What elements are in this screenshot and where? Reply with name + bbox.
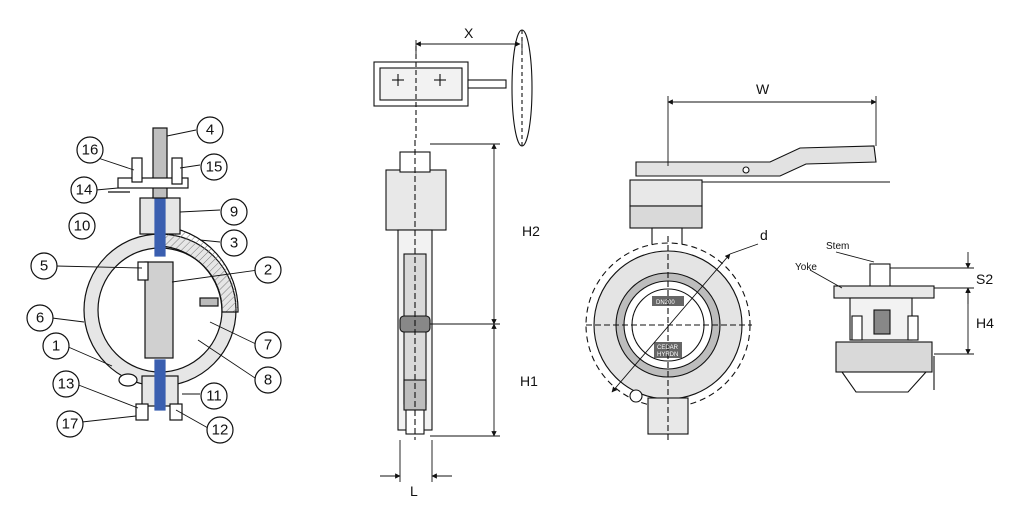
detail-plate [873,309,891,335]
dim-l-label: L [410,483,418,499]
lever-handle [635,145,877,177]
svg-text:9: 9 [230,204,238,221]
front-top-flange [629,205,703,229]
callout-3: 3 [220,229,248,257]
svg-text:5: 5 [40,258,48,275]
detail-flange [835,341,933,373]
svg-text:14: 14 [76,182,93,199]
gland-bolt-right [171,157,183,185]
callout-11: 11 [200,382,228,410]
svg-text:6: 6 [36,310,44,327]
dim-h4-label: H4 [976,315,994,331]
bottom-bolt-left [135,403,149,421]
svg-text:8: 8 [264,372,272,389]
detail-stem [869,263,891,289]
callout-13: 13 [52,370,80,398]
lower-stem [154,359,166,411]
callout-4: 4 [196,116,224,144]
dim-x-label: X [464,25,474,41]
dim-s2-label: S2 [976,271,993,287]
svg-text:7: 7 [264,337,272,354]
nameplate-brand: CEDAR [657,345,679,351]
detail-neck [841,371,927,393]
seat-retainer [137,261,149,281]
front-dimensions [611,96,877,393]
callout-8: 8 [254,366,282,394]
dim-h1-label: H1 [520,373,538,389]
gear-shaft [467,79,507,89]
callout-5: 5 [30,252,58,280]
callout-leaders [51,129,259,429]
callout-7: 7 [254,331,282,359]
callout-1: 1 [42,332,70,360]
label-stem: Stem [826,241,849,252]
gearbox-inner [379,67,463,101]
callout-12: 12 [206,416,234,444]
disc [144,261,174,359]
dim-d-label: d [760,227,768,243]
svg-text:2: 2 [264,262,272,279]
callout-17: 17 [56,410,84,438]
detail-yoke [833,285,935,299]
seat-hatch [159,225,239,313]
callout-14: 14 [70,176,98,204]
svg-text:12: 12 [212,422,229,439]
callout-9: 9 [220,198,248,226]
dim-h2-label: H2 [522,223,540,239]
detail-dimensions [809,251,974,355]
bottom-bolt-right [169,403,183,421]
gland-plate [117,177,189,189]
side-view [373,29,533,440]
callout-16: 16 [76,136,104,164]
dim-w-label: W [756,81,770,97]
svg-text:13: 13 [58,376,75,393]
gland-bolt-left [131,157,143,183]
side-top-flange [385,169,447,231]
svg-text:3: 3 [230,235,238,252]
svg-text:11: 11 [206,388,222,405]
svg-text:10: 10 [74,218,91,235]
svg-text:1: 1 [52,338,60,355]
svg-text:16: 16 [82,142,99,159]
callout-2: 2 [254,256,282,284]
svg-text:17: 17 [62,416,79,433]
callout-15: 15 [200,153,228,181]
lug-hole [118,373,138,387]
side-dimensions [380,40,523,482]
nameplate-size: DN200 [656,300,675,306]
front-lock-plate [629,179,703,207]
callout-10: 10 [68,212,96,240]
svg-text:15: 15 [206,159,223,176]
pin [199,297,219,307]
svg-text:4: 4 [206,122,214,139]
dim-d-line [611,253,731,393]
label-yoke: Yoke [795,262,817,273]
upper-stem [154,195,166,257]
callout-6: 6 [26,304,54,332]
detail-view [833,263,935,393]
nameplate-model: HYRDN [657,352,678,358]
section-view [83,127,239,421]
